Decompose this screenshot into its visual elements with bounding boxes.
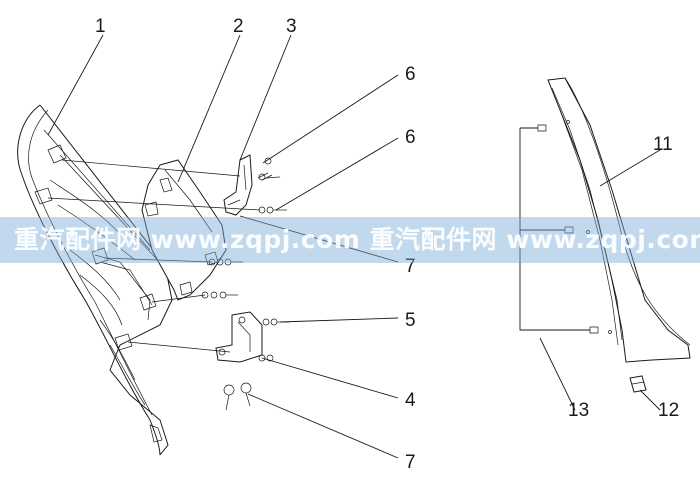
part-4-mounting-bracket	[215, 311, 263, 363]
part-11-side-trim	[547, 77, 691, 363]
part-2-deflector-plate	[141, 159, 227, 301]
callout-5: 5	[405, 310, 416, 331]
part-12-clip	[629, 375, 647, 393]
bolt-4b	[258, 354, 274, 362]
leader-lines	[47, 34, 661, 459]
part-1-cover-panel	[17, 104, 173, 456]
callout-labels: 1 2 3 6 6 7 5 4 7 11 13 12	[95, 16, 679, 473]
part-3-bracket	[223, 154, 253, 216]
callout-11: 11	[653, 134, 673, 155]
callout-7-lower: 7	[405, 452, 416, 473]
callout-12: 12	[658, 400, 679, 421]
part-13-clip-set	[519, 124, 599, 334]
bolt-6b	[258, 206, 287, 214]
callout-1: 1	[95, 16, 106, 37]
callout-13: 13	[568, 400, 589, 421]
callout-4: 4	[405, 390, 416, 411]
callout-2: 2	[233, 16, 244, 37]
watermark-text: 重汽配件网 www.zqpj.com 重汽配件网 www.zqpj.com	[14, 225, 700, 254]
callout-6-upper: 6	[405, 64, 416, 85]
callout-3: 3	[286, 16, 297, 37]
bolt-6a	[257, 157, 281, 181]
callout-7-upper: 7	[405, 256, 416, 277]
bolt-row-lower	[201, 291, 238, 299]
watermark-band	[0, 217, 700, 263]
fasteners	[201, 157, 289, 411]
clip-7b	[223, 382, 252, 411]
callout-6-lower: 6	[405, 127, 416, 148]
